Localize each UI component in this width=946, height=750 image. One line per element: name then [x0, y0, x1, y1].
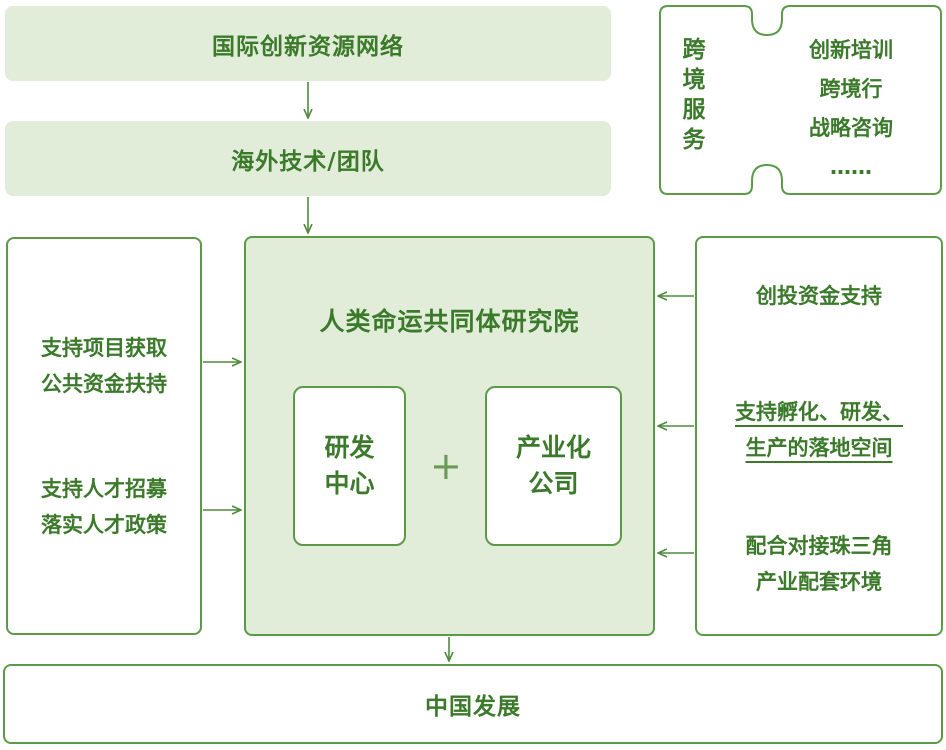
industrial-company-box: 产业化 公司: [485, 386, 622, 546]
cross-item-trip: 跨境行: [819, 77, 883, 101]
left-group-2-line-2: 落实人才政策: [41, 512, 167, 537]
right-item-venture-capital: 创投资金支持: [697, 278, 941, 314]
right-item-2-line-1: 支持孵化、研发、: [735, 400, 903, 424]
cross-border-ticket-shape: [659, 5, 942, 195]
bottom-box-label: 中国发展: [425, 694, 521, 720]
rd-center-label: 研发 中心: [324, 430, 374, 502]
left-group-1-line-1: 支持项目获取: [41, 335, 167, 360]
cross-item-consulting: 战略咨询: [809, 116, 893, 140]
china-development-box: 中国发展: [3, 664, 943, 744]
cross-border-services-box: 跨境服务 创新培训 跨境行 战略咨询 ……: [659, 5, 942, 195]
left-group-1: 支持项目获取 公共资金扶持: [41, 330, 167, 402]
top-box-label: 国际创新资源网络: [212, 33, 404, 60]
rd-center-box: 研发 中心: [293, 386, 406, 546]
research-institute-title: 人类命运共同体研究院: [319, 307, 580, 336]
research-institute-box: 人类命运共同体研究院 研发 中心 + 产业化 公司: [244, 236, 655, 636]
right-item-1-line-1: 创投资金支持: [756, 284, 882, 308]
left-group-2: 支持人才招募 落实人才政策: [41, 471, 167, 543]
left-group-1-line-2: 公共资金扶持: [41, 371, 167, 396]
plus-sign: +: [430, 444, 462, 488]
right-item-3-line-2: 产业配套环境: [756, 570, 882, 594]
international-innovation-network-box: 国际创新资源网络: [5, 6, 611, 81]
left-support-box: 支持项目获取 公共资金扶持 支持人才招募 落实人才政策: [6, 237, 202, 635]
right-support-box: 创投资金支持 支持孵化、研发、 生产的落地空间 配合对接珠三角 产业配套环境: [695, 236, 943, 636]
cross-item-more: ……: [830, 155, 872, 179]
right-item-3-line-1: 配合对接珠三角: [745, 534, 893, 558]
second-box-label: 海外技术/团队: [231, 148, 385, 175]
left-group-2-line-1: 支持人才招募: [41, 476, 167, 501]
right-item-landing-space: 支持孵化、研发、 生产的落地空间: [697, 394, 941, 466]
right-item-supporting-environment: 配合对接珠三角 产业配套环境: [697, 528, 941, 600]
cross-border-title: 跨境服务: [682, 37, 706, 153]
cross-item-training: 创新培训: [809, 38, 893, 62]
cross-border-list: 创新培训 跨境行 战略咨询 ……: [781, 31, 921, 187]
industrial-company-line-1: 产业化: [515, 433, 591, 462]
overseas-tech-team-box: 海外技术/团队: [5, 121, 611, 196]
industrial-company-label: 产业化 公司: [516, 430, 591, 502]
rd-center-line-2: 中心: [324, 469, 375, 498]
industrial-company-line-2: 公司: [528, 469, 579, 498]
rd-center-line-1: 研发: [324, 433, 375, 462]
right-item-2-line-2: 生产的落地空间: [745, 436, 893, 460]
